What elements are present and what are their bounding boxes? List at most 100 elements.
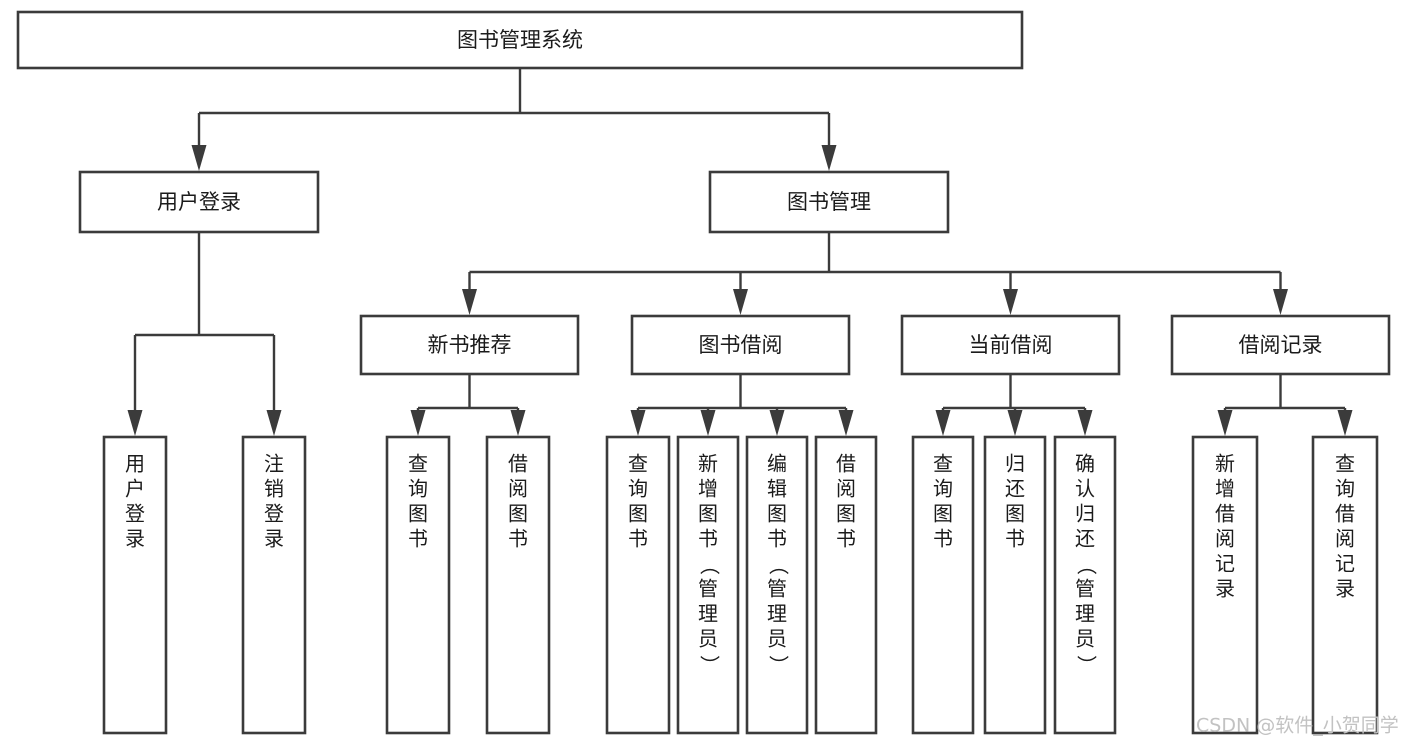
node-label-char: 新 (1215, 452, 1235, 476)
node-label-char: 书 (1005, 527, 1025, 551)
node-label-char: 询 (1335, 477, 1355, 501)
node-box-leaf-recommend-borrow-book (485, 435, 551, 735)
node-label-char: 录 (264, 527, 284, 551)
connector-recommend-to-leaves (410, 374, 526, 436)
node-label-char: 图 (836, 502, 856, 526)
node-label-char: 记 (1215, 552, 1235, 576)
node-label-char: 借 (836, 452, 856, 476)
node-label-char: 图 (698, 502, 718, 526)
node-label-char: 询 (408, 477, 428, 501)
node-label-char: 辑 (767, 477, 787, 501)
connector-root-to-level2 (191, 68, 837, 171)
node-box-user-login (78, 170, 320, 234)
node-label-char: 新 (698, 452, 718, 476)
node-box-root (16, 10, 1024, 70)
node-box-borrow-records (1170, 314, 1391, 376)
node-label-char: 书 (508, 527, 528, 551)
connector-borrow-to-leaves (630, 374, 854, 436)
node-label-char: 询 (628, 477, 648, 501)
node-root[interactable]: 图书管理系统 (16, 10, 1024, 70)
node-current-borrow[interactable]: 当前借阅 (900, 314, 1121, 376)
node-label-char: 查 (1335, 452, 1355, 476)
node-box-current-borrow (900, 314, 1121, 376)
node-label-char: 阅 (1215, 527, 1235, 551)
node-label-char: 书 (767, 527, 787, 551)
node-box-leaf-current-confirm-return (1053, 435, 1117, 735)
watermark-label: CSDN @软件_小贺同学 (1196, 715, 1399, 737)
node-user-login[interactable]: 用户登录 (78, 170, 320, 234)
node-label-char: 增 (1215, 477, 1235, 501)
node-label-user-login: 用户登录 (157, 190, 241, 214)
node-box-leaf-current-return-book (983, 435, 1047, 735)
connector-layer (127, 68, 1353, 436)
node-book-management[interactable]: 图书管理 (708, 170, 950, 234)
node-box-leaf-user-login (102, 435, 168, 735)
node-label-char: 借 (1335, 502, 1355, 526)
node-label-char: 图 (508, 502, 528, 526)
node-layer: 图书管理系统用户登录图书管理新书推荐图书借阅当前借阅借阅记录用户登录注销登录查询… (16, 10, 1391, 735)
node-label-char: 管 (767, 577, 787, 601)
node-label-char: 增 (698, 477, 718, 501)
node-label-char: 销 (264, 477, 284, 501)
node-box-leaf-borrow-query-book (605, 435, 671, 735)
node-label-char: 录 (125, 527, 145, 551)
node-label-char: 记 (1335, 552, 1355, 576)
node-label-char: 管 (1075, 577, 1095, 601)
node-label-char: 书 (698, 527, 718, 551)
node-box-leaf-borrow-borrow-book (814, 435, 878, 735)
node-book-borrow[interactable]: 图书借阅 (630, 314, 851, 376)
node-label-char: 书 (933, 527, 953, 551)
node-label-char: 登 (125, 502, 145, 526)
node-box-book-management (708, 170, 950, 234)
node-label-char: 理 (698, 602, 718, 626)
node-label-char: 查 (408, 452, 428, 476)
node-new-book-recommend[interactable]: 新书推荐 (359, 314, 580, 376)
node-label-char: 注 (264, 452, 284, 476)
node-label-root: 图书管理系统 (457, 28, 583, 52)
node-label-char: ） (767, 655, 791, 675)
node-label-char: 录 (1215, 577, 1235, 601)
node-label-char: 户 (125, 477, 145, 501)
node-label-char: 借 (508, 452, 528, 476)
node-label-char: 编 (767, 452, 787, 476)
node-label-char: 图 (628, 502, 648, 526)
node-label-book-borrow: 图书借阅 (699, 333, 783, 357)
node-label-char: 理 (767, 602, 787, 626)
node-label-char: （ (767, 555, 791, 575)
node-label-char: 登 (264, 502, 284, 526)
node-label-char: 查 (933, 452, 953, 476)
node-label-char: 员 (1075, 627, 1095, 651)
node-label-char: （ (698, 555, 722, 575)
node-label-char: 图 (767, 502, 787, 526)
node-box-leaf-record-add (1191, 435, 1259, 735)
node-label-char: 理 (1075, 602, 1095, 626)
connector-userlogin-to-leaves (127, 232, 282, 436)
node-box-leaf-borrow-add-book (676, 435, 740, 735)
node-label-char: 还 (1075, 527, 1095, 551)
node-leaf-user-login[interactable]: 用户登录 (102, 435, 168, 735)
node-label-char: 还 (1005, 477, 1025, 501)
node-label-new-book-recommend: 新书推荐 (428, 333, 512, 357)
node-label-char: ） (698, 655, 722, 675)
node-label-char: 阅 (836, 477, 856, 501)
node-label-char: 管 (698, 577, 718, 601)
node-label-char: 归 (1075, 502, 1095, 526)
connector-current-to-leaves (935, 374, 1093, 436)
node-borrow-records[interactable]: 借阅记录 (1170, 314, 1391, 376)
node-box-leaf-user-logout (241, 435, 307, 735)
node-box-leaf-record-query (1311, 435, 1379, 735)
node-label-char: 认 (1075, 477, 1095, 501)
